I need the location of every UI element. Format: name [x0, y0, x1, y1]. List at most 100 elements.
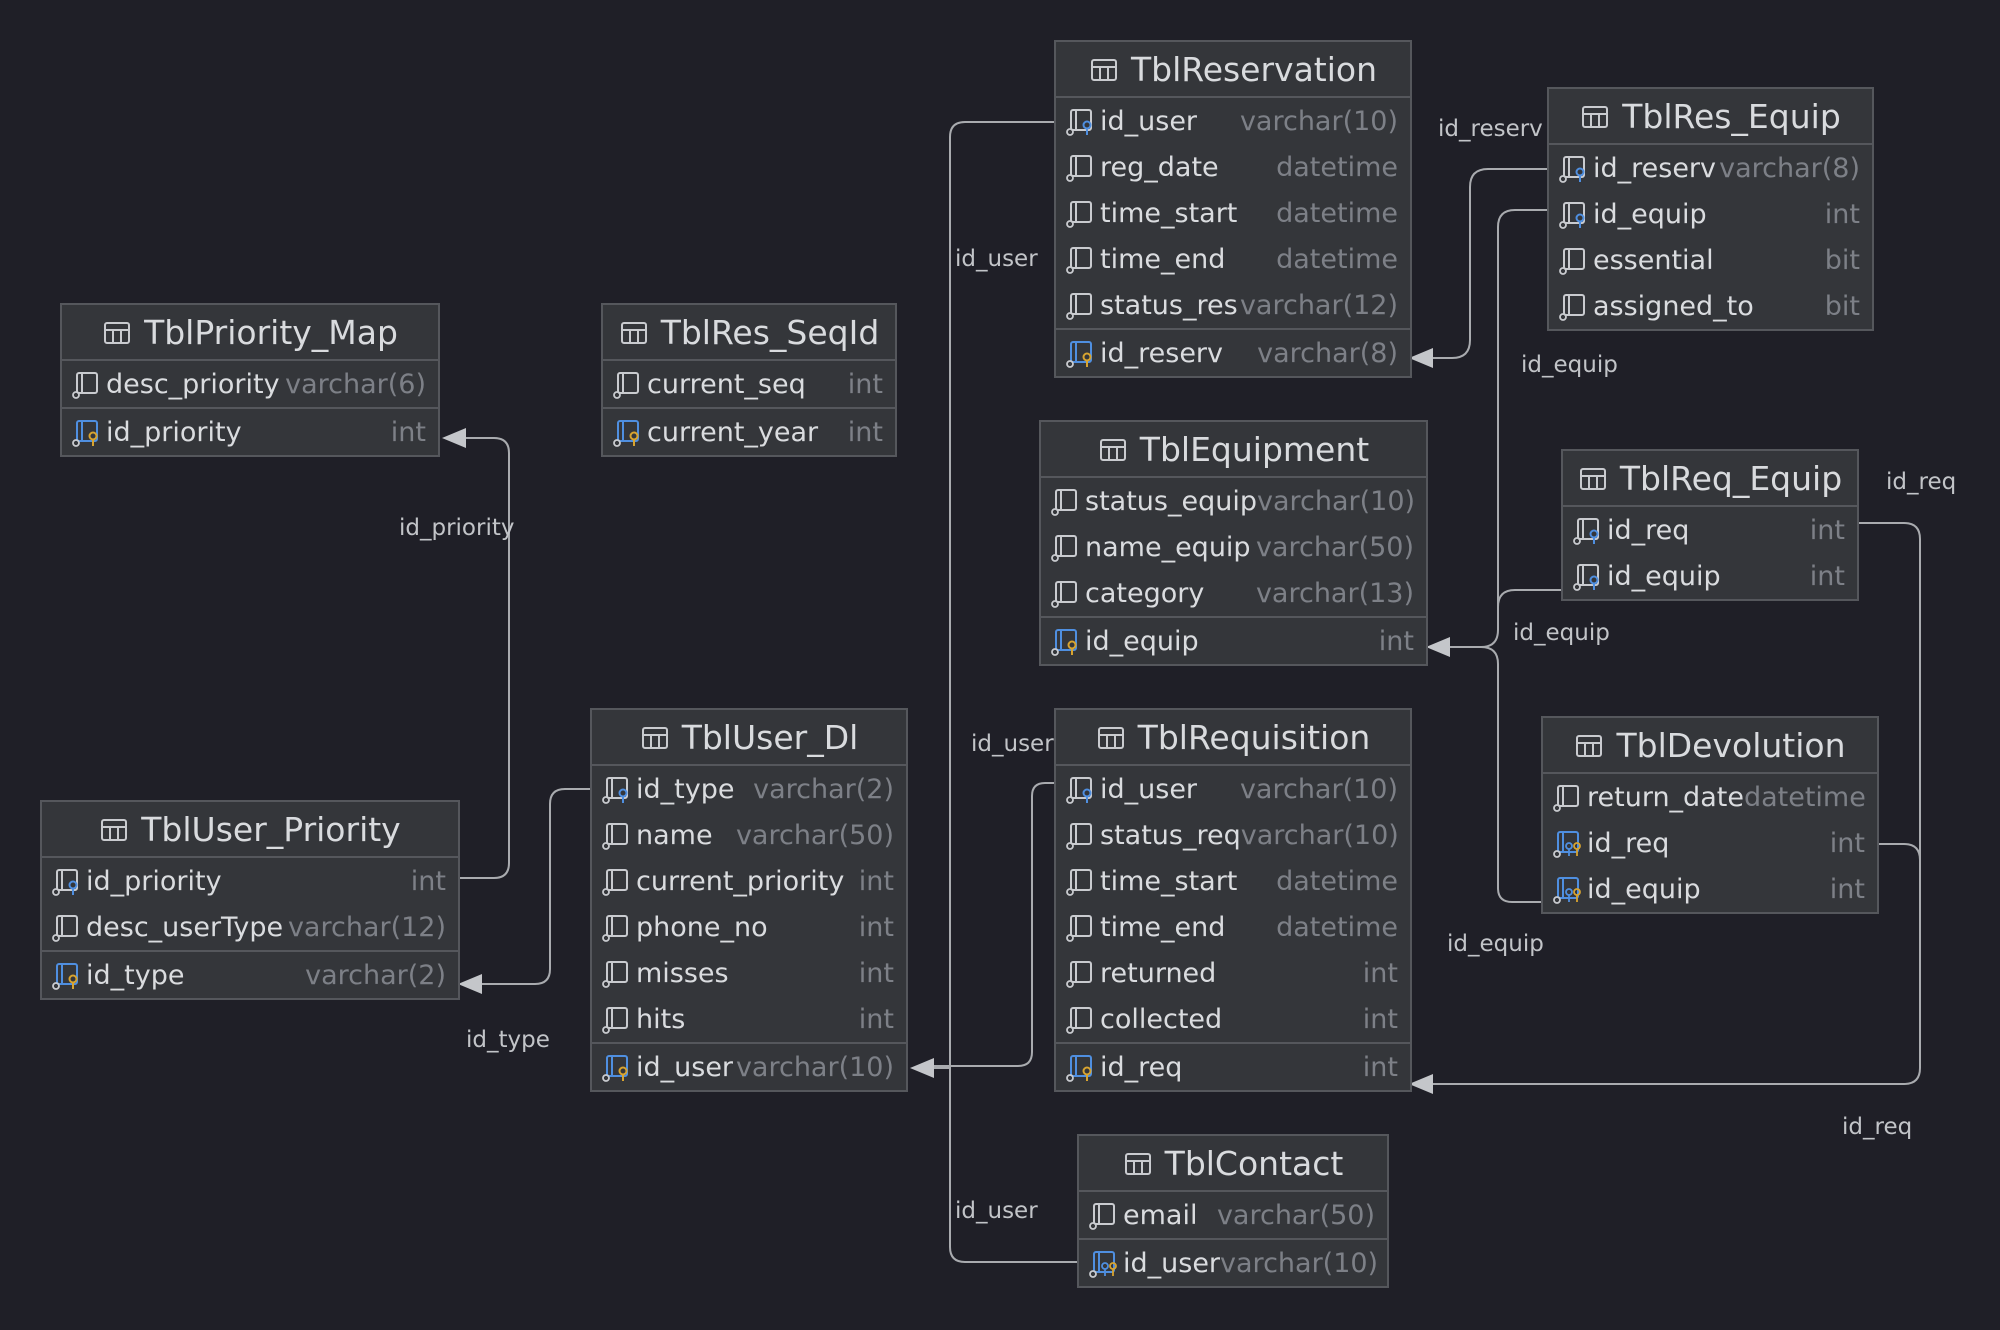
column-name: id_reserv: [1593, 152, 1717, 184]
column-name: id_equip: [1085, 625, 1199, 657]
column-name: id_req: [1100, 1051, 1183, 1083]
column-name: id_equip: [1587, 873, 1701, 905]
pk-column-icon: [1049, 625, 1081, 657]
table-grid-icon: [1098, 434, 1128, 464]
column-type: datetime: [1276, 911, 1398, 943]
table-header[interactable]: TblUser_Dl: [592, 710, 906, 766]
column-name: time_start: [1100, 865, 1238, 897]
column-name: essential: [1593, 244, 1714, 276]
table-header[interactable]: TblReq_Equip: [1563, 451, 1857, 507]
table-title: TblReq_Equip: [1619, 458, 1843, 498]
table-header[interactable]: TblUser_Priority: [42, 802, 458, 858]
fk-column-icon: [1557, 152, 1589, 184]
relationship-label: id_equip: [1521, 352, 1618, 378]
column-type: int: [847, 416, 883, 448]
column-row[interactable]: id_equip int: [1041, 616, 1426, 664]
connector-requisition-user: [932, 782, 1055, 1067]
table-header[interactable]: TblRes_Equip: [1549, 89, 1872, 145]
table-header[interactable]: TblEquipment: [1041, 422, 1426, 478]
column-type: int: [858, 957, 894, 989]
pk-column-icon: [1064, 1051, 1096, 1083]
table-grid-icon: [1578, 463, 1608, 493]
table-header[interactable]: TblReservation: [1056, 42, 1410, 98]
table-title: TblRes_SeqId: [660, 312, 880, 352]
connector-reqequip-requisition: [1431, 522, 1921, 1085]
column-name: id_req: [1607, 514, 1690, 546]
pk-column-icon: [70, 416, 102, 448]
table-title: TblPriority_Map: [144, 312, 398, 352]
table-header[interactable]: TblContact: [1079, 1136, 1387, 1192]
column-type: int: [1378, 625, 1414, 657]
column-type: varchar(10): [1240, 819, 1399, 851]
column-name: id_type: [86, 959, 185, 991]
column-name: id_user: [1100, 105, 1198, 137]
column-name: current_seq: [647, 368, 806, 400]
table-header[interactable]: TblDevolution: [1543, 718, 1877, 774]
column-type: varchar(10): [1239, 773, 1398, 805]
column-icon: [1064, 289, 1096, 321]
connector-contact-user: [932, 1067, 1078, 1263]
column-type: varchar(50): [735, 819, 894, 851]
table-header[interactable]: TblPriority_Map: [62, 305, 438, 361]
column-icon: [600, 819, 632, 851]
column-icon: [50, 911, 82, 943]
relationship-label: id_reserv: [1438, 116, 1543, 142]
table-header[interactable]: TblRes_SeqId: [603, 305, 895, 361]
connector-reqequip-equipment: [1497, 589, 1562, 630]
table-header[interactable]: TblRequisition: [1056, 710, 1410, 766]
